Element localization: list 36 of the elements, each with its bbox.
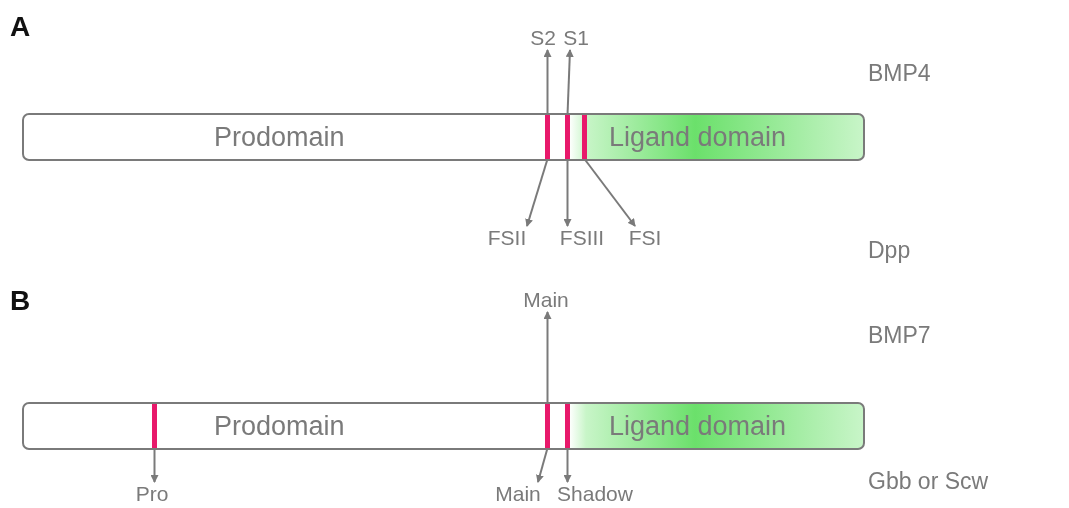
protein-name: BMP4 [868,60,931,86]
arrow [563,447,572,483]
cleavage-site-site-bar [152,404,157,448]
arrow [543,49,552,116]
arrow [536,447,549,483]
cleavage-site-site-bar [545,115,550,159]
arrow [583,158,636,227]
site-label: Shadow [550,482,640,506]
site-label: Main [513,288,579,312]
site-label: S2 [527,26,559,50]
panel-letter: A [10,12,31,42]
cleavage-site-site-bar [565,404,570,448]
arrow [563,158,572,227]
cleavage-site-site-bar [545,404,550,448]
site-label: FSI [625,226,665,250]
site-label: S1 [560,26,592,50]
site-label: Main [488,482,548,506]
site-label: FSIII [550,226,614,250]
site-label: Pro [128,482,176,506]
arrow [565,49,574,116]
site-label: FSII [477,226,537,250]
domain-label: Ligand domain [609,122,787,152]
cleavage-site-site-bar [565,115,570,159]
protein-domain-bar [22,113,865,161]
panel-letter: B [10,286,31,316]
domain-label: Prodomain [214,122,345,152]
domain-label: Ligand domain [609,411,787,441]
protein-name: Gbb or Scw [868,468,989,494]
domain-label: Prodomain [214,411,345,441]
cleavage-site-site-bar [582,115,587,159]
arrow [543,311,552,405]
protein-name: BMP7 [868,322,931,348]
arrow [525,158,549,227]
arrow [150,447,159,483]
protein-name: Dpp [868,237,911,263]
protein-domain-bar [22,402,865,450]
